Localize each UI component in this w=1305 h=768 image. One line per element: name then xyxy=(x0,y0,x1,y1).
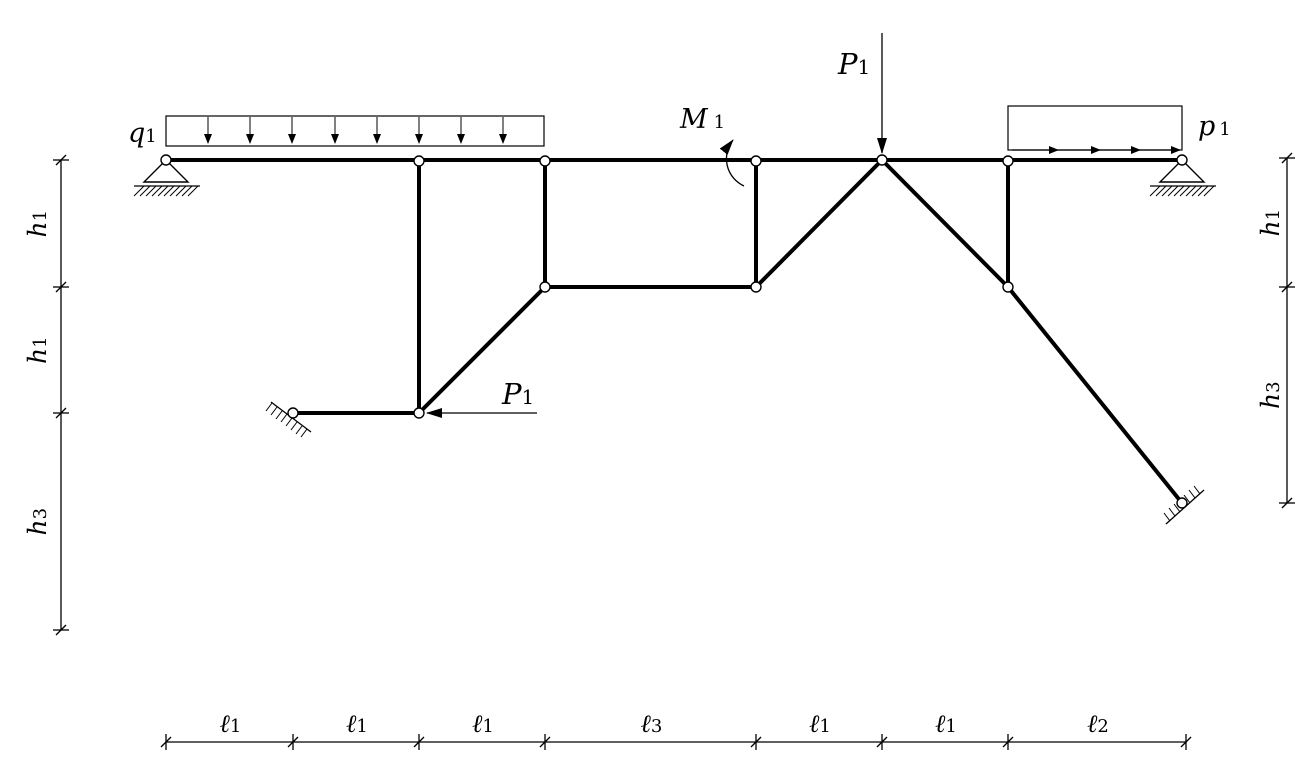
dimension-tick-slash xyxy=(55,281,67,293)
label-p1-top: P1 xyxy=(837,47,870,81)
right-vertical-dimension-line: h1 h3 xyxy=(1256,152,1295,509)
dimension-label: h3 xyxy=(1256,381,1285,409)
left-pin-support xyxy=(133,159,200,197)
dimension-tick-slash xyxy=(876,736,888,748)
dimension-tick-slash xyxy=(413,736,425,748)
hinge xyxy=(750,281,762,293)
dimension-tick-slash xyxy=(1180,736,1192,748)
distributed-load-p1 xyxy=(1007,105,1183,154)
diagonal-left xyxy=(417,285,547,415)
dimension-tick-slash xyxy=(55,154,67,166)
hinges xyxy=(160,154,1188,509)
dimension-tick-slash xyxy=(750,736,762,748)
dimension-tick-slash xyxy=(160,736,172,748)
dimension-tick-slash xyxy=(1002,736,1014,748)
dimension-tick-slash xyxy=(1281,281,1293,293)
dimension-tick-slash xyxy=(55,407,67,419)
diagonal-right-upper xyxy=(880,158,1010,289)
left-fixed-pin-support xyxy=(265,401,312,438)
label-q1: q1 xyxy=(128,118,157,149)
dimension-label: ℓ1 xyxy=(346,709,368,738)
hinge xyxy=(750,155,762,167)
hinge xyxy=(876,154,888,166)
distributed-load-q1 xyxy=(165,115,545,147)
hinge xyxy=(1176,497,1188,509)
hinge xyxy=(539,281,551,293)
dimension-label: h1 xyxy=(23,210,52,238)
dimension-label: ℓ1 xyxy=(935,709,957,738)
hinge xyxy=(413,407,425,419)
dimension-label: ℓ2 xyxy=(1087,709,1109,738)
left-vertical-dimension-line: h1 h1 h3 xyxy=(23,154,69,636)
hinge xyxy=(287,407,299,419)
hinge xyxy=(1002,281,1014,293)
frame-members xyxy=(164,158,1184,505)
dimension-tick-slash xyxy=(55,624,67,636)
diagonal-right-lower xyxy=(1006,285,1184,505)
dimension-label: ℓ3 xyxy=(641,709,663,738)
hinge xyxy=(160,154,172,166)
dimension-tick-slash xyxy=(1281,497,1293,509)
hinge xyxy=(1176,154,1188,166)
label-p1-left: P1 xyxy=(501,377,534,411)
dimension-tick-slash xyxy=(287,736,299,748)
dimension-label: h1 xyxy=(23,336,52,364)
hinge xyxy=(539,155,551,167)
moment-m1 xyxy=(719,139,745,187)
dimension-label: ℓ1 xyxy=(472,709,494,738)
dimension-tick-slash xyxy=(539,736,551,748)
diagonal-center xyxy=(754,158,884,289)
dimension-tick-slash xyxy=(1281,152,1293,164)
dimension-label: h1 xyxy=(1256,209,1285,237)
dimension-label: ℓ1 xyxy=(220,709,242,738)
dimension-label: h3 xyxy=(23,508,52,536)
right-pin-support xyxy=(1149,159,1216,197)
horizontal-dimension-line: ℓ1 ℓ1 ℓ1 ℓ3 ℓ1 ℓ1 ℓ2 xyxy=(160,709,1192,750)
hinge xyxy=(413,155,425,167)
hinge xyxy=(1002,155,1014,167)
dimension-label: ℓ1 xyxy=(809,709,831,738)
